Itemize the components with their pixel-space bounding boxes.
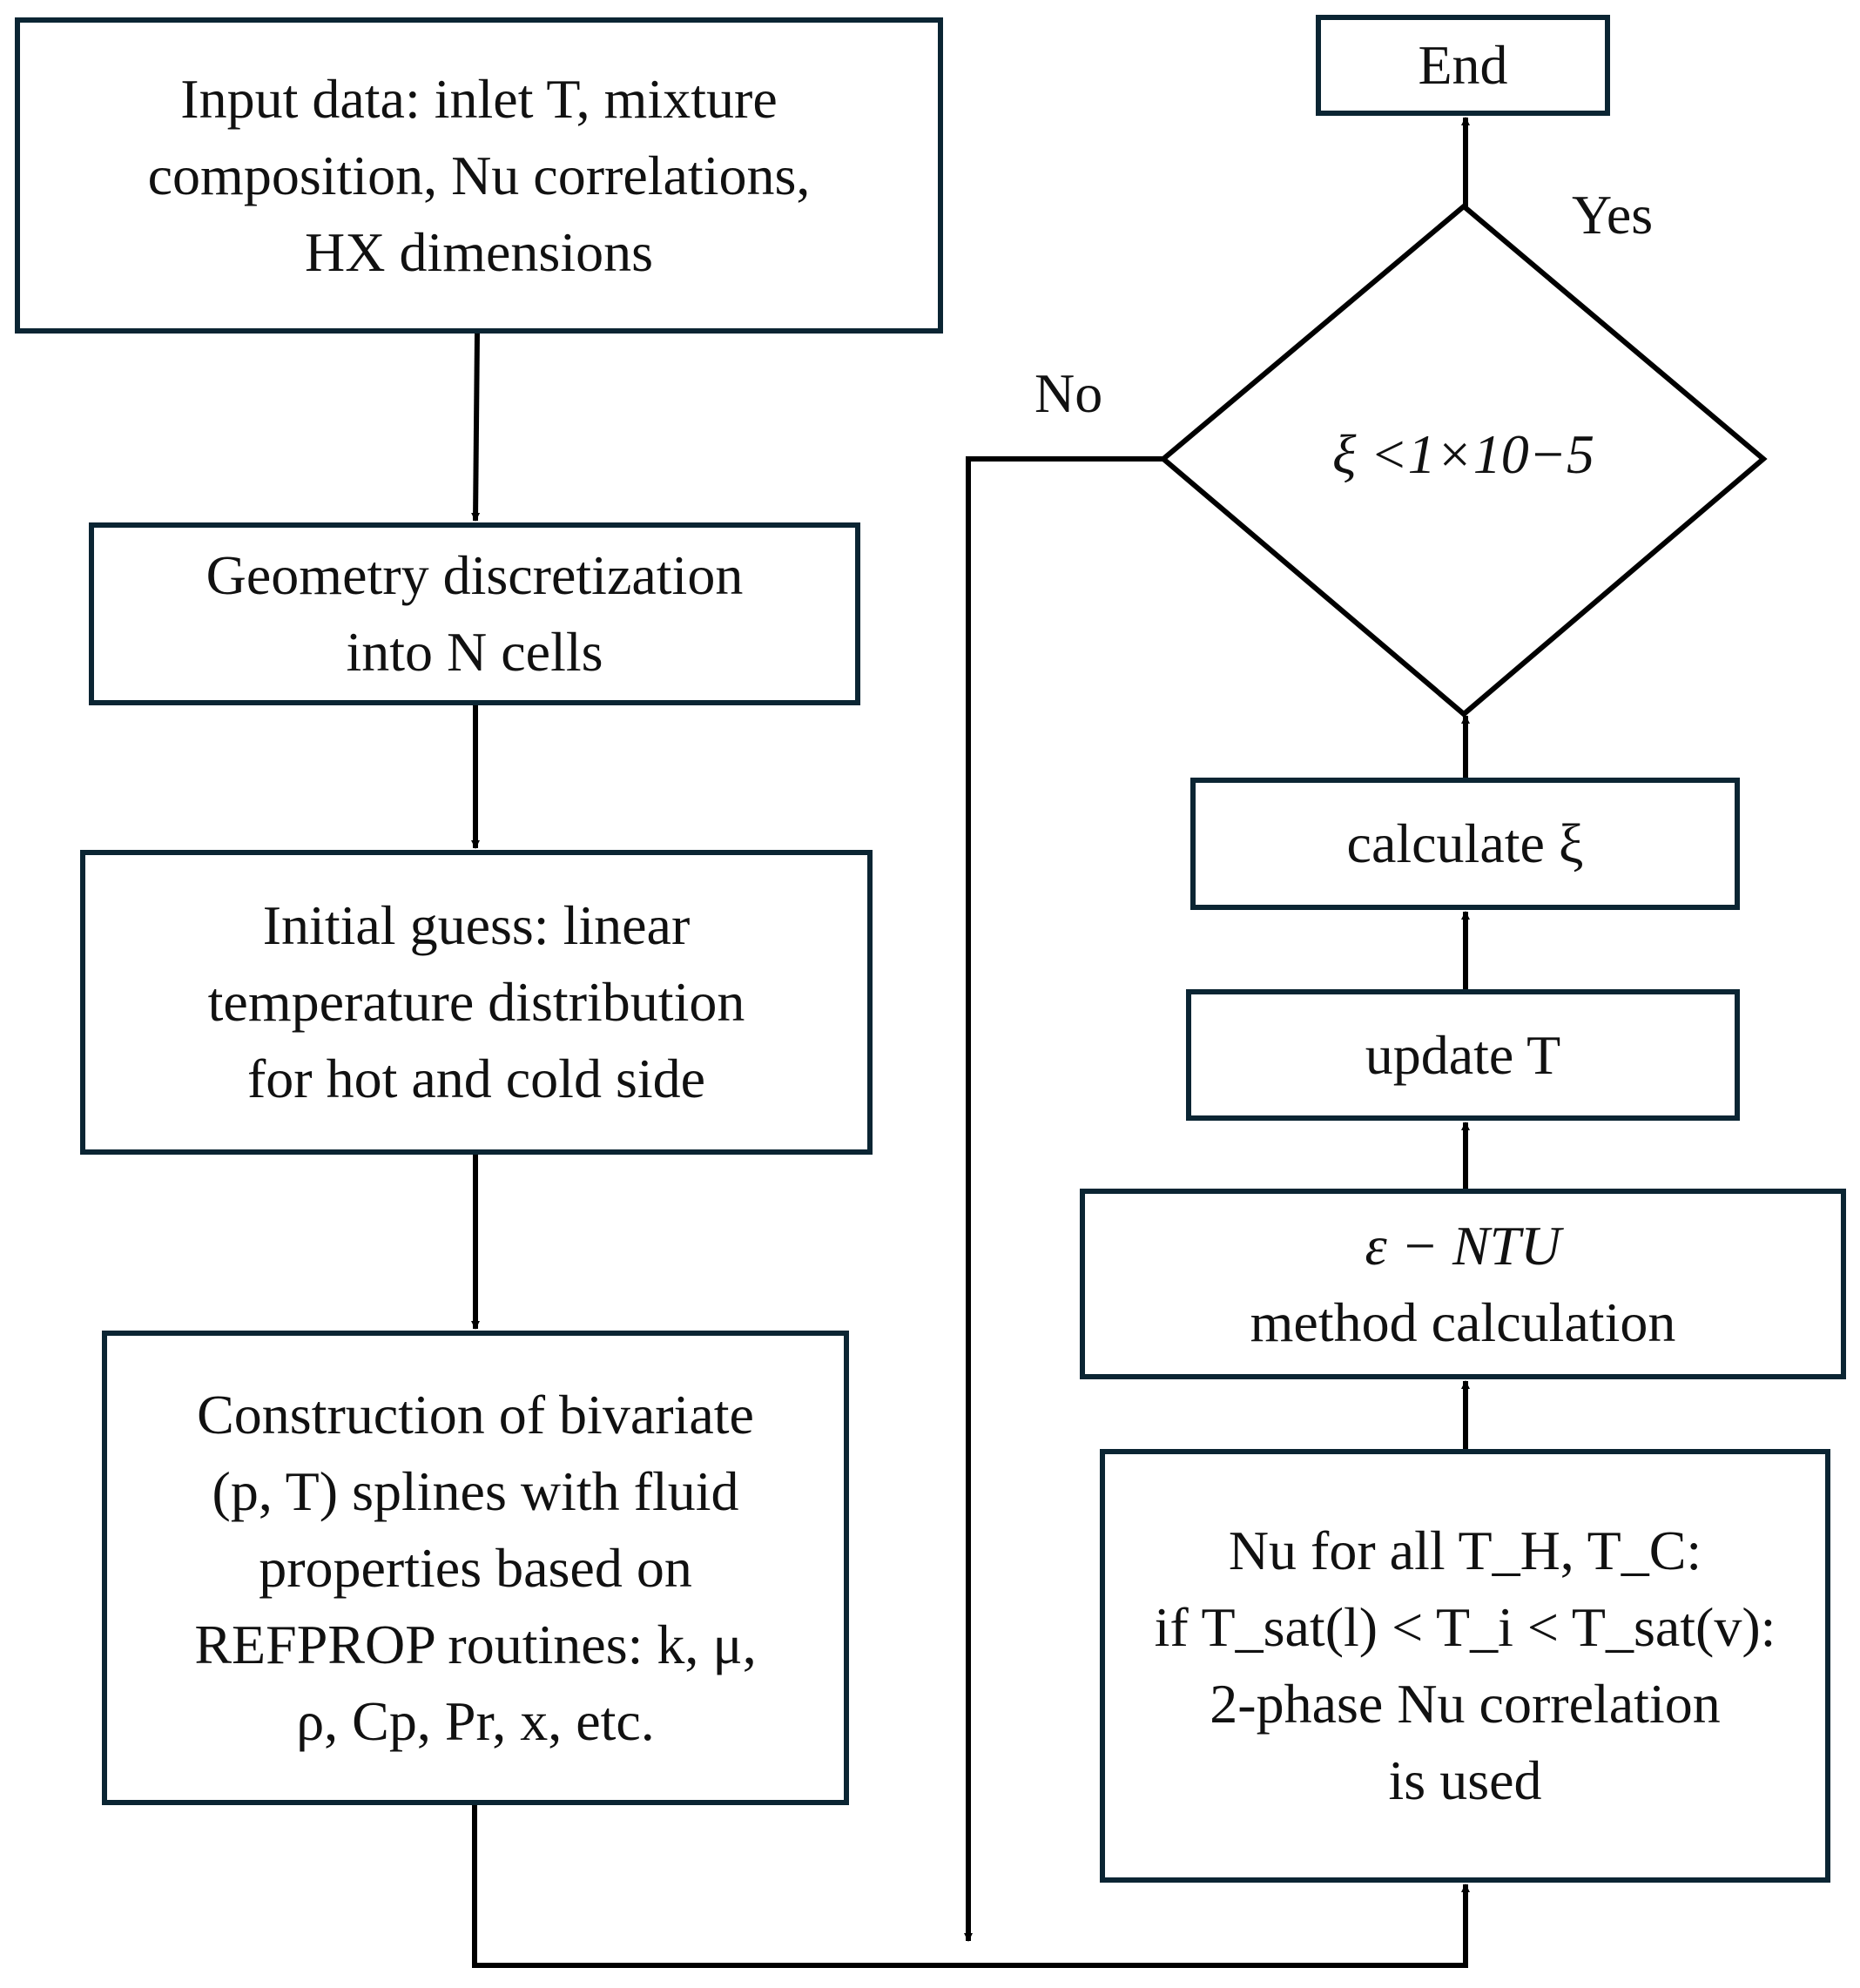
text-line: Geometry discretization: [206, 544, 744, 606]
text-line: REFPROP routines: k, μ,: [194, 1613, 757, 1675]
end-label: End: [1418, 34, 1508, 96]
decision-diamond: [1159, 203, 1768, 718]
text-line: composition, Nu correlations,: [147, 144, 811, 206]
arrow-construction-to-nu: [472, 1805, 1470, 1968]
text-line: HX dimensions: [305, 220, 653, 283]
spline-construction-box: Construction of bivariate (p, T) splines…: [102, 1331, 849, 1805]
text-line: 2-phase Nu correlation: [1210, 1673, 1721, 1735]
text-line: for hot and cold side: [246, 1048, 706, 1109]
no-label: No: [1034, 362, 1103, 424]
initial-guess-box: Initial guess: linear temperature distri…: [80, 850, 873, 1155]
text-line: properties based on: [259, 1536, 692, 1599]
decision-label: ξ <1×10−5: [1332, 423, 1594, 485]
text-line: if T_sat(l) < T_i < T_sat(v):: [1154, 1596, 1776, 1658]
text-line: is used: [1388, 1749, 1542, 1811]
update-label: update T: [1365, 1023, 1561, 1086]
text-line: Initial guess: linear: [262, 894, 691, 956]
arrow-no-loop: [964, 456, 1163, 1942]
yes-label: Yes: [1572, 184, 1654, 246]
text-line: (p, T) splines with fluid: [212, 1459, 739, 1522]
text-line: Construction of bivariate: [197, 1383, 754, 1446]
text-line: ε − NTU: [1365, 1214, 1561, 1277]
text-line: method calculation: [1250, 1291, 1676, 1353]
entu-box: ε − NTU method calculation: [1080, 1189, 1846, 1379]
update-t-box: update T: [1186, 989, 1740, 1121]
nusselt-box: Nu for all T_H, T_C: if T_sat(l) < T_i <…: [1100, 1449, 1830, 1883]
text-line: ρ, Cp, Pr, x, etc.: [296, 1689, 655, 1752]
geometry-discretization-box: Geometry discretization into N cells: [89, 522, 860, 705]
text-line: Input data: inlet T, mixture: [180, 67, 778, 130]
calculate-label: calculate ξ: [1346, 812, 1584, 874]
text-line: Nu for all T_H, T_C:: [1228, 1520, 1702, 1581]
calculate-xi-box: calculate ξ: [1190, 778, 1740, 910]
end-box: End: [1316, 15, 1610, 116]
arrow-input-to-geometry: [471, 333, 481, 522]
text-line: temperature distribution: [207, 971, 745, 1033]
input-data-box: Input data: inlet T, mixture composition…: [15, 17, 943, 334]
text-line: into N cells: [346, 621, 603, 683]
